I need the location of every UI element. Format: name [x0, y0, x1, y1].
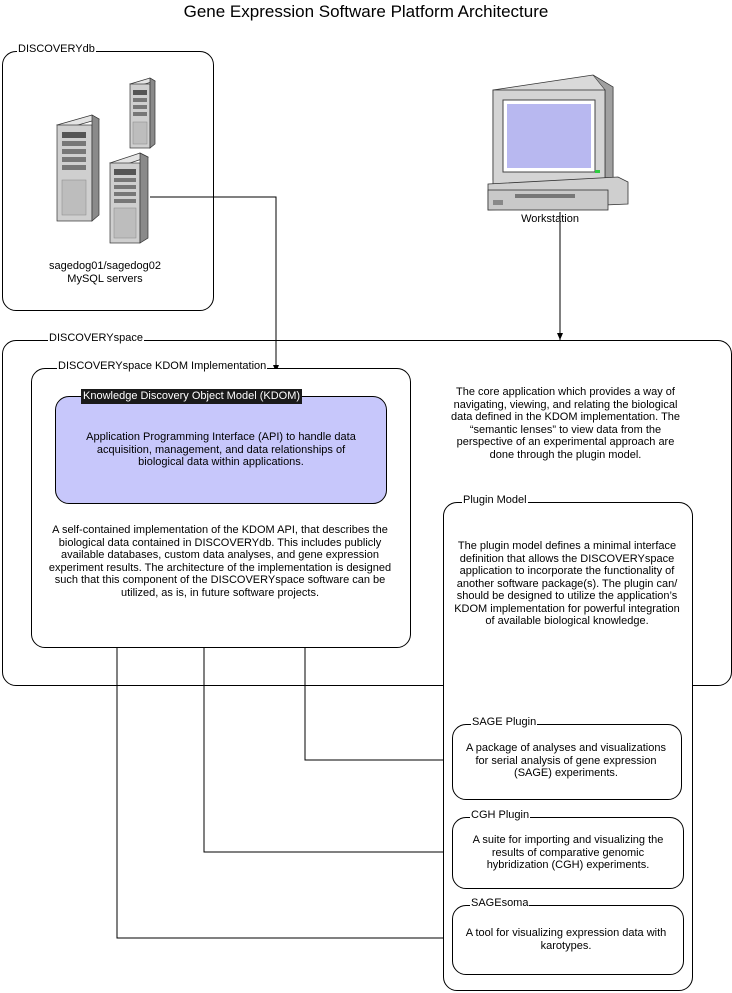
server-icon	[109, 152, 149, 244]
workstation-label: Workstation	[521, 213, 579, 225]
cgh-plugin-box	[452, 817, 684, 889]
discoveryspace-description: The core application which provides a wa…	[450, 386, 681, 461]
sage-plugin-label: SAGE Plugin	[471, 716, 538, 729]
server-names: sagedog01/sagedog02 MySQL servers	[20, 260, 190, 285]
kdom-description: Application Programming Interface (API) …	[86, 431, 356, 468]
sagesoma-description: A tool for visualizing expression data w…	[465, 927, 667, 952]
discoveryspace-label: DISCOVERYspace	[48, 332, 144, 345]
plugin-model-description: The plugin model defines a minimal inter…	[454, 540, 680, 627]
server-names-line1: sagedog01/sagedog02	[49, 260, 161, 272]
connector-db-to-kdom	[150, 196, 279, 372]
discoverydb-container	[2, 51, 214, 311]
sage-plugin-description: A package of analyses and visualizations…	[466, 742, 666, 779]
kdom-impl-description: A self-contained implementation of the K…	[48, 524, 392, 599]
kdom-box	[55, 396, 387, 504]
cgh-plugin-label: CGH Plugin	[470, 809, 531, 822]
sagesoma-label: SAGEsoma	[470, 897, 530, 910]
sage-plugin-box	[452, 724, 682, 800]
server-names-line2: MySQL servers	[67, 272, 143, 285]
connector-kdom-to-sagesoma	[116, 645, 452, 941]
connector-kdom-to-cgh	[203, 645, 452, 855]
server-icon	[56, 114, 100, 222]
kdom-impl-label: DISCOVERYspace KDOM Implementation	[57, 360, 268, 373]
cgh-plugin-description: A suite for importing and visualizing th…	[472, 834, 664, 871]
discoverydb-label: DISCOVERYdb	[17, 43, 96, 56]
server-icon	[129, 77, 156, 149]
sagesoma-box	[452, 905, 684, 975]
diagram-title: Gene Expression Software Platform Archit…	[183, 2, 549, 21]
plugin-model-label: Plugin Model	[462, 494, 528, 507]
kdom-label: Knowledge Discovery Object Model (KDOM)	[81, 389, 303, 404]
connector-kdom-to-sage	[304, 645, 452, 763]
